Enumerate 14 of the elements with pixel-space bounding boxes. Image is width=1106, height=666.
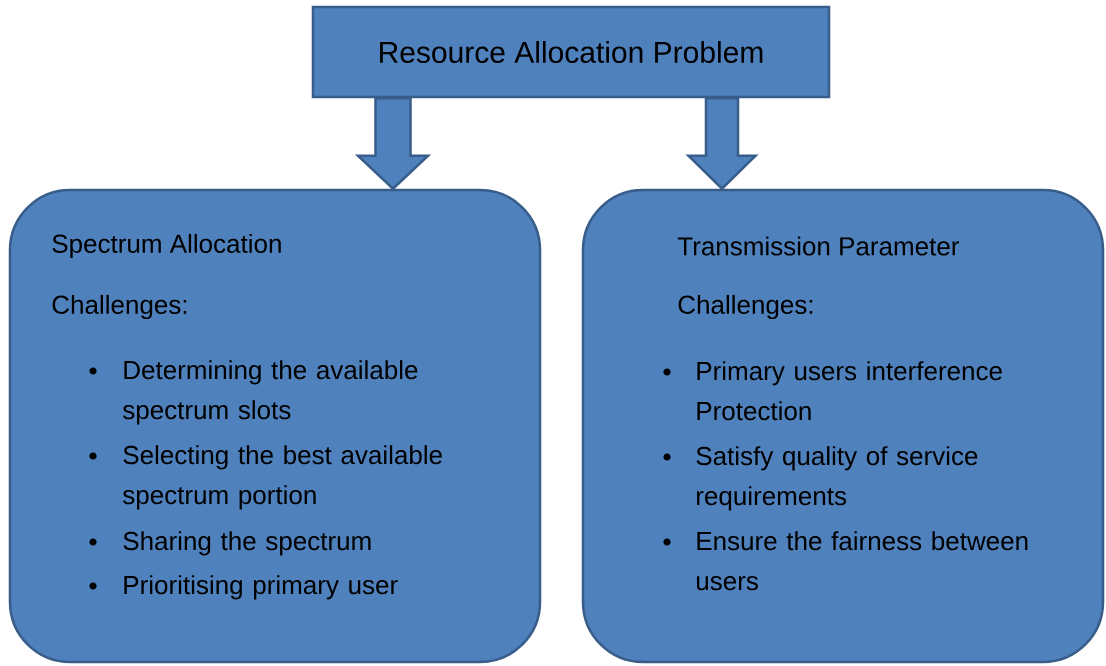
block-arrow	[685, 97, 759, 191]
bullet-item: Primary users interference Protection	[663, 361, 1002, 421]
bullet-item: Selecting the best available spectrum portion	[89, 445, 442, 510]
subheading: Challenges:	[678, 294, 813, 320]
block-arrow	[354, 97, 432, 191]
heading: Transmission Parameter	[677, 236, 959, 256]
subheading: Challenges:	[52, 294, 187, 320]
bullet-item: Satisfy quality of service requirements	[663, 446, 978, 511]
bullet-item: Determining the available spectrum slots	[89, 360, 418, 425]
bullet-item: Sharing the spectrum	[89, 531, 371, 556]
title-box: Resource Allocation Problem	[311, 5, 831, 99]
bullet-item: Ensure the fairness between users	[663, 531, 1028, 591]
heading: Spectrum Allocation	[52, 233, 281, 259]
bullet-item: Prioritising primary user	[89, 575, 398, 600]
